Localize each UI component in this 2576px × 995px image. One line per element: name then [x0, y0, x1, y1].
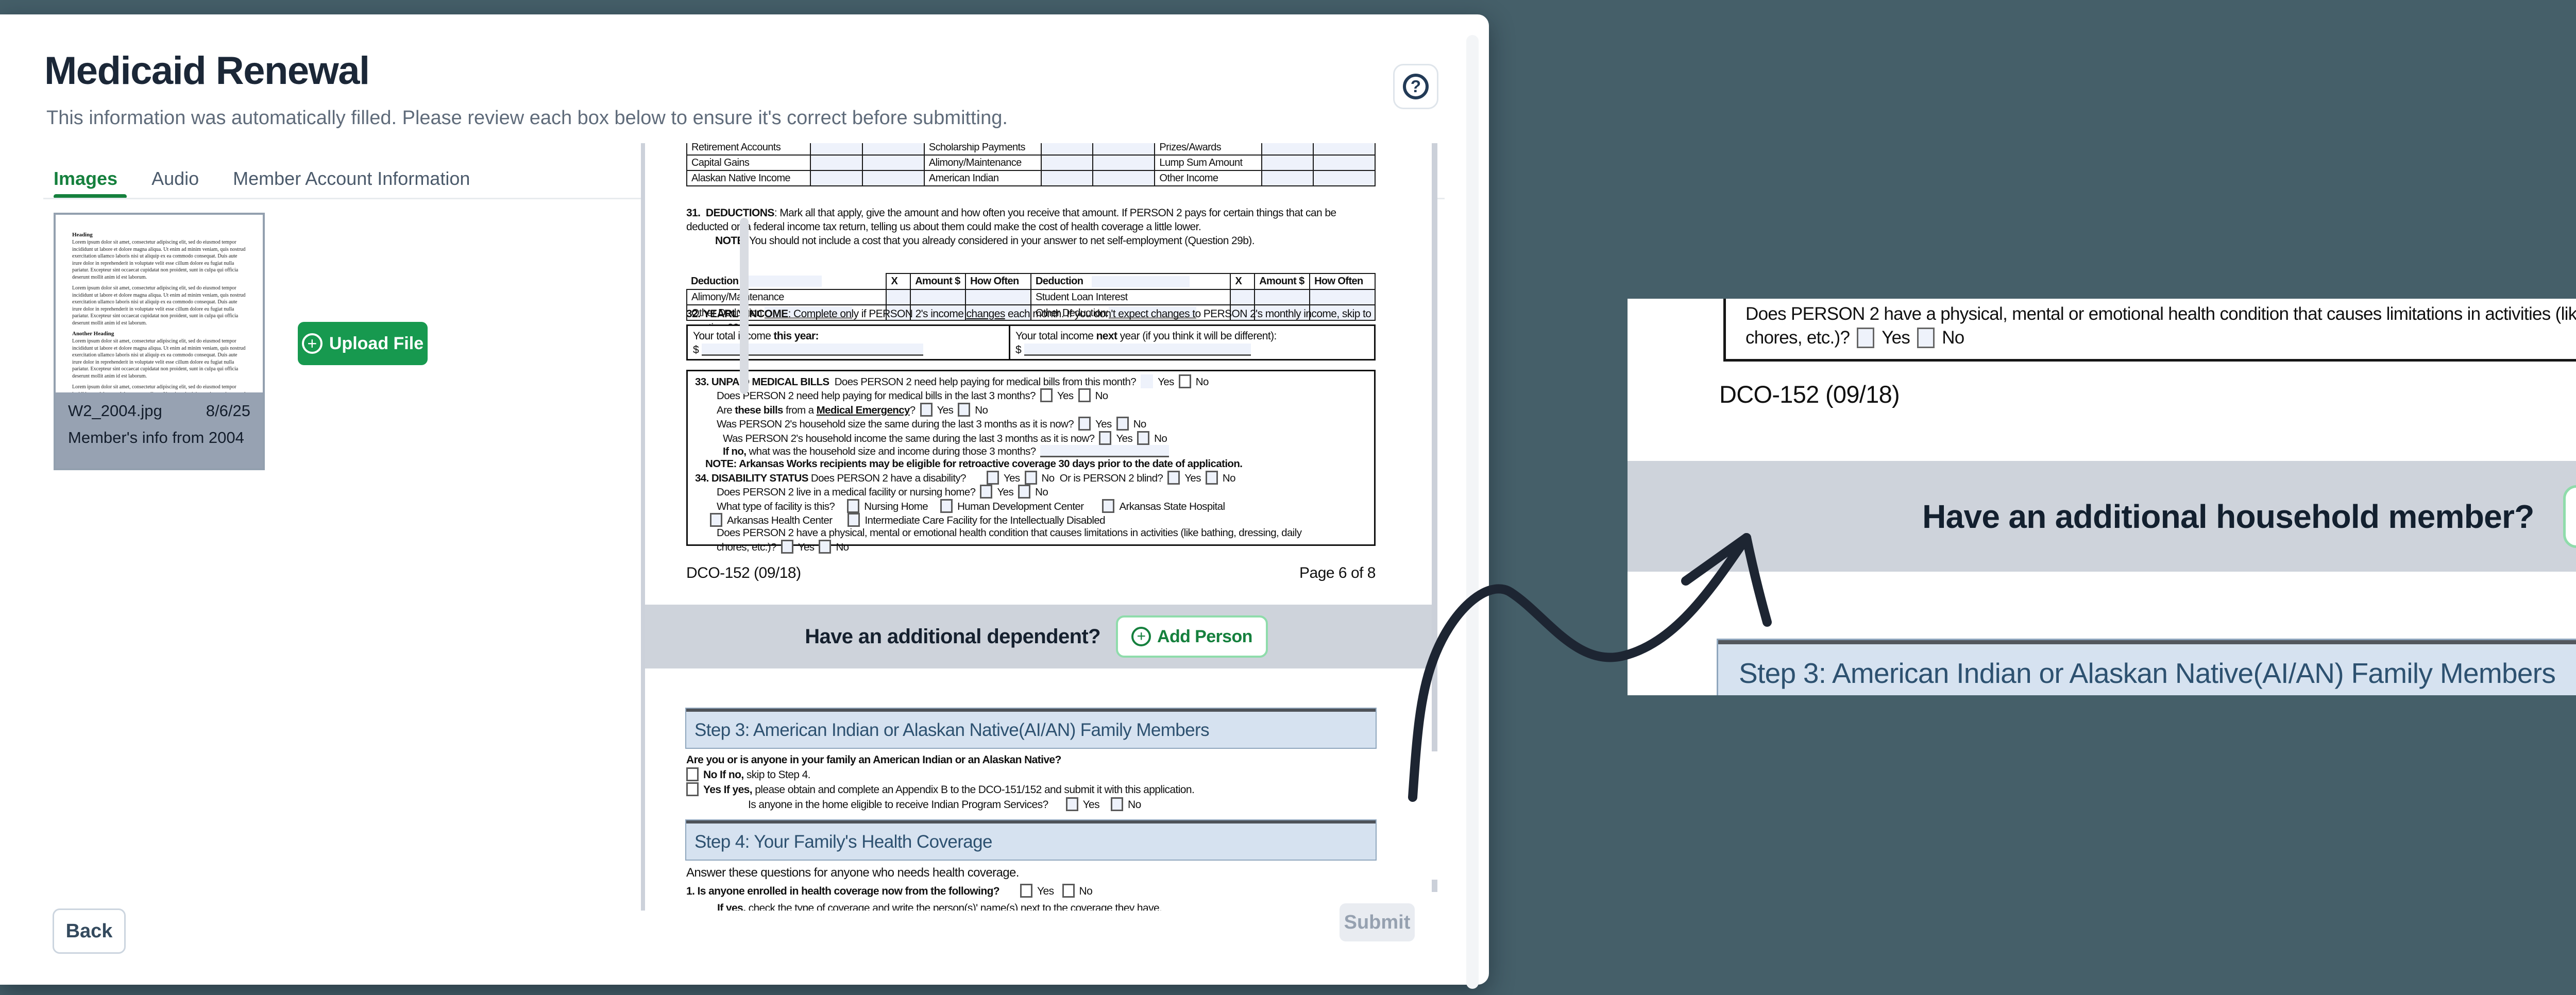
checkbox — [1917, 328, 1935, 348]
form-preview-panel[interactable]: Retirement Accounts Scholarship Payments… — [641, 143, 1437, 911]
left-scrollbar-thumb[interactable] — [740, 218, 749, 394]
yearly-income-box: Your total income this year: $ Your tota… — [686, 324, 1376, 361]
additional-dependent-prompt: Have an additional dependent? — [805, 625, 1100, 648]
zoomed-step3-header: Step 3: American Indian or Alaskan Nativ… — [1717, 639, 2576, 695]
next-page-preview: Step 3: American Indian or Alaskan Nativ… — [685, 708, 1377, 911]
doc-heading: Another Heading — [72, 331, 114, 337]
tab-audio[interactable]: Audio — [151, 168, 199, 189]
checkbox — [1857, 328, 1875, 348]
step4-header: Step 4: Your Family's Health Coverage — [685, 819, 1377, 861]
step3-header: Step 3: American Indian or Alaskan Nativ… — [685, 708, 1377, 749]
question-mark-icon: ? — [1403, 74, 1429, 99]
add-person-button[interactable]: + Add Person — [1115, 615, 1268, 658]
file-card-caption: W2_2004.jpg 8/6/25 Member's info from 20… — [56, 392, 263, 468]
file-name: W2_2004.jpg — [68, 402, 162, 420]
form-scrollbar-end[interactable] — [1432, 880, 1437, 892]
file-date: 8/6/25 — [206, 402, 250, 420]
pdf-page-footer: DCO-152 (09/18) Page 6 of 8 — [686, 564, 1376, 582]
submit-button[interactable]: Submit — [1340, 903, 1415, 941]
help-button[interactable]: ? — [1393, 64, 1438, 109]
add-person-button-zoomed[interactable]: + Add Person — [2563, 485, 2576, 548]
tab-images[interactable]: Images — [54, 168, 118, 189]
doc-paragraph: Lorem ipsum dolor sit amet, consectetur … — [72, 239, 246, 280]
file-description: Member's info from 2004 — [68, 428, 244, 447]
income-table: Retirement Accounts Scholarship Payments… — [686, 143, 1376, 186]
document-preview: Heading Lorem ipsum dolor sit amet, cons… — [56, 215, 263, 392]
zoomed-question-box: Does PERSON 2 have a physical, mental or… — [1723, 299, 2576, 362]
zoomed-form-panel: Does PERSON 2 have a physical, mental or… — [1628, 299, 2576, 695]
page-subtitle: This information was automatically fille… — [46, 107, 1008, 129]
additional-household-member-prompt: Have an additional household member? — [1922, 498, 2534, 535]
modal-scrollbar-gutter — [1466, 35, 1479, 989]
active-tab-underline — [54, 194, 127, 199]
form-number: DCO-152 (09/18) — [1719, 381, 1900, 408]
questions-33-34-box: 33. UNPAID MEDICAL BILLS Does PERSON 2 n… — [686, 370, 1376, 554]
doc-paragraph: Lorem ipsum dolor sit amet, consectetur … — [72, 384, 245, 392]
tab-member-account-information[interactable]: Member Account Information — [233, 168, 470, 189]
form-number: DCO-152 (09/18) — [686, 564, 801, 581]
file-thumbnail-card[interactable]: Heading Lorem ipsum dolor sit amet, cons… — [54, 213, 265, 470]
back-button[interactable]: Back — [53, 908, 126, 954]
page-title: Medicaid Renewal — [44, 49, 370, 93]
medicaid-renewal-modal: Medicaid Renewal This information was au… — [0, 14, 1489, 989]
additional-household-member-band: Have an additional household member? + A… — [1628, 461, 2576, 572]
coverage-intro: Answer these questions for anyone who ne… — [686, 866, 1019, 880]
plus-circle-icon: + — [1131, 627, 1151, 646]
doc-heading: Heading — [72, 232, 93, 238]
plus-circle-icon: + — [301, 333, 323, 354]
add-person-label: Add Person — [1157, 626, 1252, 646]
upload-file-label: Upload File — [329, 333, 424, 353]
page-indicator: Page 6 of 8 — [1299, 564, 1376, 581]
additional-dependent-band: Have an additional dependent? + Add Pers… — [645, 605, 1432, 668]
zoomed-page-footer: DCO-152 (09/18) Page 6 of 8 — [1719, 380, 2576, 408]
upload-file-button[interactable]: + Upload File — [298, 322, 428, 365]
question-31: 31. DEDUCTIONS: Mark all that apply, giv… — [686, 207, 1336, 247]
tab-bar: Images Audio Member Account Information — [54, 168, 470, 190]
form-scrollbar-thumb[interactable] — [1432, 143, 1437, 751]
zoomed-question-line1: Does PERSON 2 have a physical, mental or… — [1745, 304, 2576, 324]
doc-paragraph: Lorem ipsum dolor sit amet, consectetur … — [72, 338, 246, 379]
doc-paragraph: Lorem ipsum dolor sit amet, consectetur … — [72, 285, 246, 326]
